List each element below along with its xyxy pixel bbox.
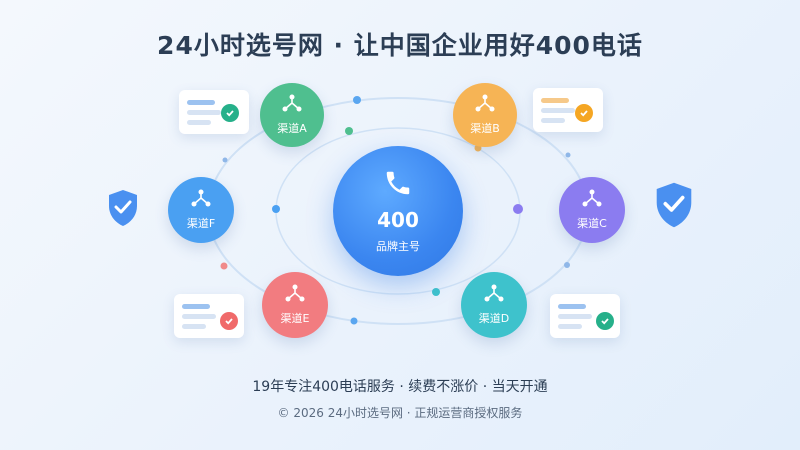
channel-node-d[interactable]: 渠道D (461, 272, 527, 338)
status-card-d (550, 294, 620, 338)
status-card-e (174, 294, 244, 338)
hub-400[interactable]: 400 品牌主号 (333, 146, 463, 276)
phone-icon (383, 168, 413, 202)
check-icon (221, 104, 239, 122)
network-icon (285, 284, 305, 306)
network-icon (484, 284, 504, 306)
channel-node-c[interactable]: 渠道C (559, 177, 625, 243)
network-icon (191, 189, 211, 211)
channel-node-b[interactable]: 渠道B (453, 83, 517, 147)
channel-label: 渠道B (470, 122, 500, 135)
channel-node-a[interactable]: 渠道A (260, 83, 324, 147)
channel-label: 渠道D (478, 312, 510, 325)
channel-label: 渠道E (280, 312, 310, 325)
orbit-dots (220, 96, 571, 325)
check-icon (596, 312, 614, 330)
channel-node-f[interactable]: 渠道F (168, 177, 234, 243)
channel-label: 渠道C (577, 217, 607, 230)
network-icon (475, 94, 495, 116)
hub-number: 400 (377, 208, 419, 232)
channel-label: 渠道F (186, 217, 216, 230)
hub-subtitle: 品牌主号 (376, 240, 420, 253)
footer-tagline: 19年专注400电话服务 · 续费不涨价 · 当天开通 (252, 379, 548, 395)
check-icon (575, 104, 593, 122)
footer-copyright: © 2026 24小时选号网 · 正规运营商授权服务 (277, 406, 523, 420)
page-title: 24小时选号网 · 让中国企业用好400电话 (157, 31, 643, 60)
network-icon (282, 94, 302, 116)
network-icon (582, 189, 602, 211)
check-icon (220, 312, 238, 330)
status-card-b (533, 88, 603, 132)
channel-node-e[interactable]: 渠道E (262, 272, 328, 338)
status-card-a (179, 90, 249, 134)
shield-icon (653, 180, 695, 234)
channel-label: 渠道A (277, 122, 307, 135)
shield-icon (106, 188, 140, 232)
